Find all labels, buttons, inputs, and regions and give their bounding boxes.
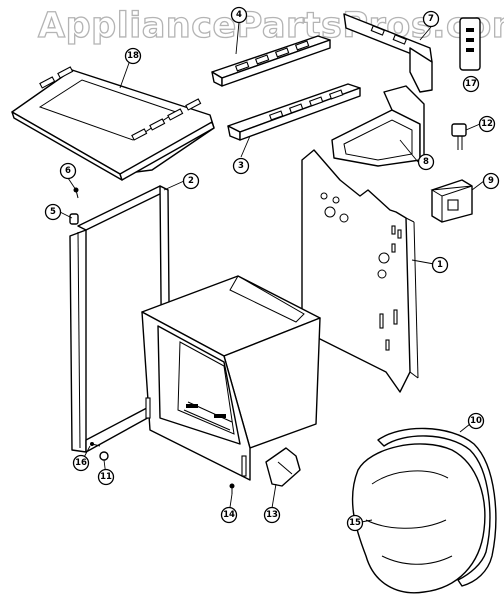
- callout-11-label: 11: [100, 472, 112, 482]
- callout-4-label: 4: [236, 10, 242, 20]
- callout-14: 14: [220, 506, 238, 524]
- callout-16-label: 16: [75, 458, 87, 468]
- watermark-text: AppliancePartsPros.com: [37, 5, 504, 46]
- callout-4: 4: [230, 6, 248, 24]
- callout-2: 2: [182, 172, 200, 190]
- callout-8: 8: [417, 153, 435, 171]
- callout-10: 10: [467, 412, 485, 430]
- callout-9: 9: [482, 172, 500, 190]
- callout-17-label: 17: [465, 79, 477, 89]
- callout-6: 6: [59, 162, 77, 180]
- callout-11: 11: [97, 468, 115, 486]
- callout-15: 15: [346, 514, 364, 532]
- callout-3-label: 3: [238, 161, 244, 171]
- callout-6-label: 6: [65, 166, 71, 176]
- part-9-junction-box: [430, 179, 473, 223]
- part-12-switch: [451, 123, 467, 150]
- callout-2-label: 2: [188, 176, 194, 186]
- callout-10-label: 10: [470, 416, 482, 426]
- callout-9-label: 9: [488, 176, 494, 186]
- callout-17: 17: [462, 75, 480, 93]
- part-11-nut: [99, 451, 109, 461]
- part-3-channel-bracket: [227, 83, 361, 141]
- leader-lines: [59, 21, 485, 524]
- part-1-side-panel: [301, 149, 419, 393]
- part-16-screw: [90, 442, 101, 447]
- part-7-angle-bracket: [343, 13, 433, 93]
- callout-15-label: 15: [349, 518, 361, 528]
- callout-18: 18: [124, 47, 142, 65]
- callout-13: 13: [263, 506, 281, 524]
- part-10-insulation-strip: [377, 427, 497, 587]
- callout-13-label: 13: [266, 510, 278, 520]
- callout-3: 3: [232, 157, 250, 175]
- part-17-terminal-block: [459, 17, 481, 71]
- part-15-insulation-blanket: [351, 443, 486, 594]
- callout-5: 5: [44, 203, 62, 221]
- callout-14-label: 14: [223, 510, 235, 520]
- callout-7: 7: [422, 10, 440, 28]
- callout-7-label: 7: [428, 14, 434, 24]
- callout-1-label: 1: [437, 260, 443, 270]
- part-6-screw: [73, 187, 79, 199]
- callout-1: 1: [431, 256, 449, 274]
- callout-12-label: 12: [481, 119, 493, 129]
- part-4-channel-bracket: [211, 35, 331, 87]
- callout-12: 12: [478, 115, 496, 133]
- part-18-base-tray: [11, 66, 215, 181]
- oven-cavity: [141, 275, 321, 481]
- callout-16: 16: [72, 454, 90, 472]
- part-13-hinge: [265, 447, 301, 487]
- callout-18-label: 18: [127, 51, 139, 61]
- callout-8-label: 8: [423, 157, 429, 167]
- part-5-clip: [69, 213, 79, 225]
- callout-5-label: 5: [50, 207, 56, 217]
- part-14-screw: [229, 483, 235, 494]
